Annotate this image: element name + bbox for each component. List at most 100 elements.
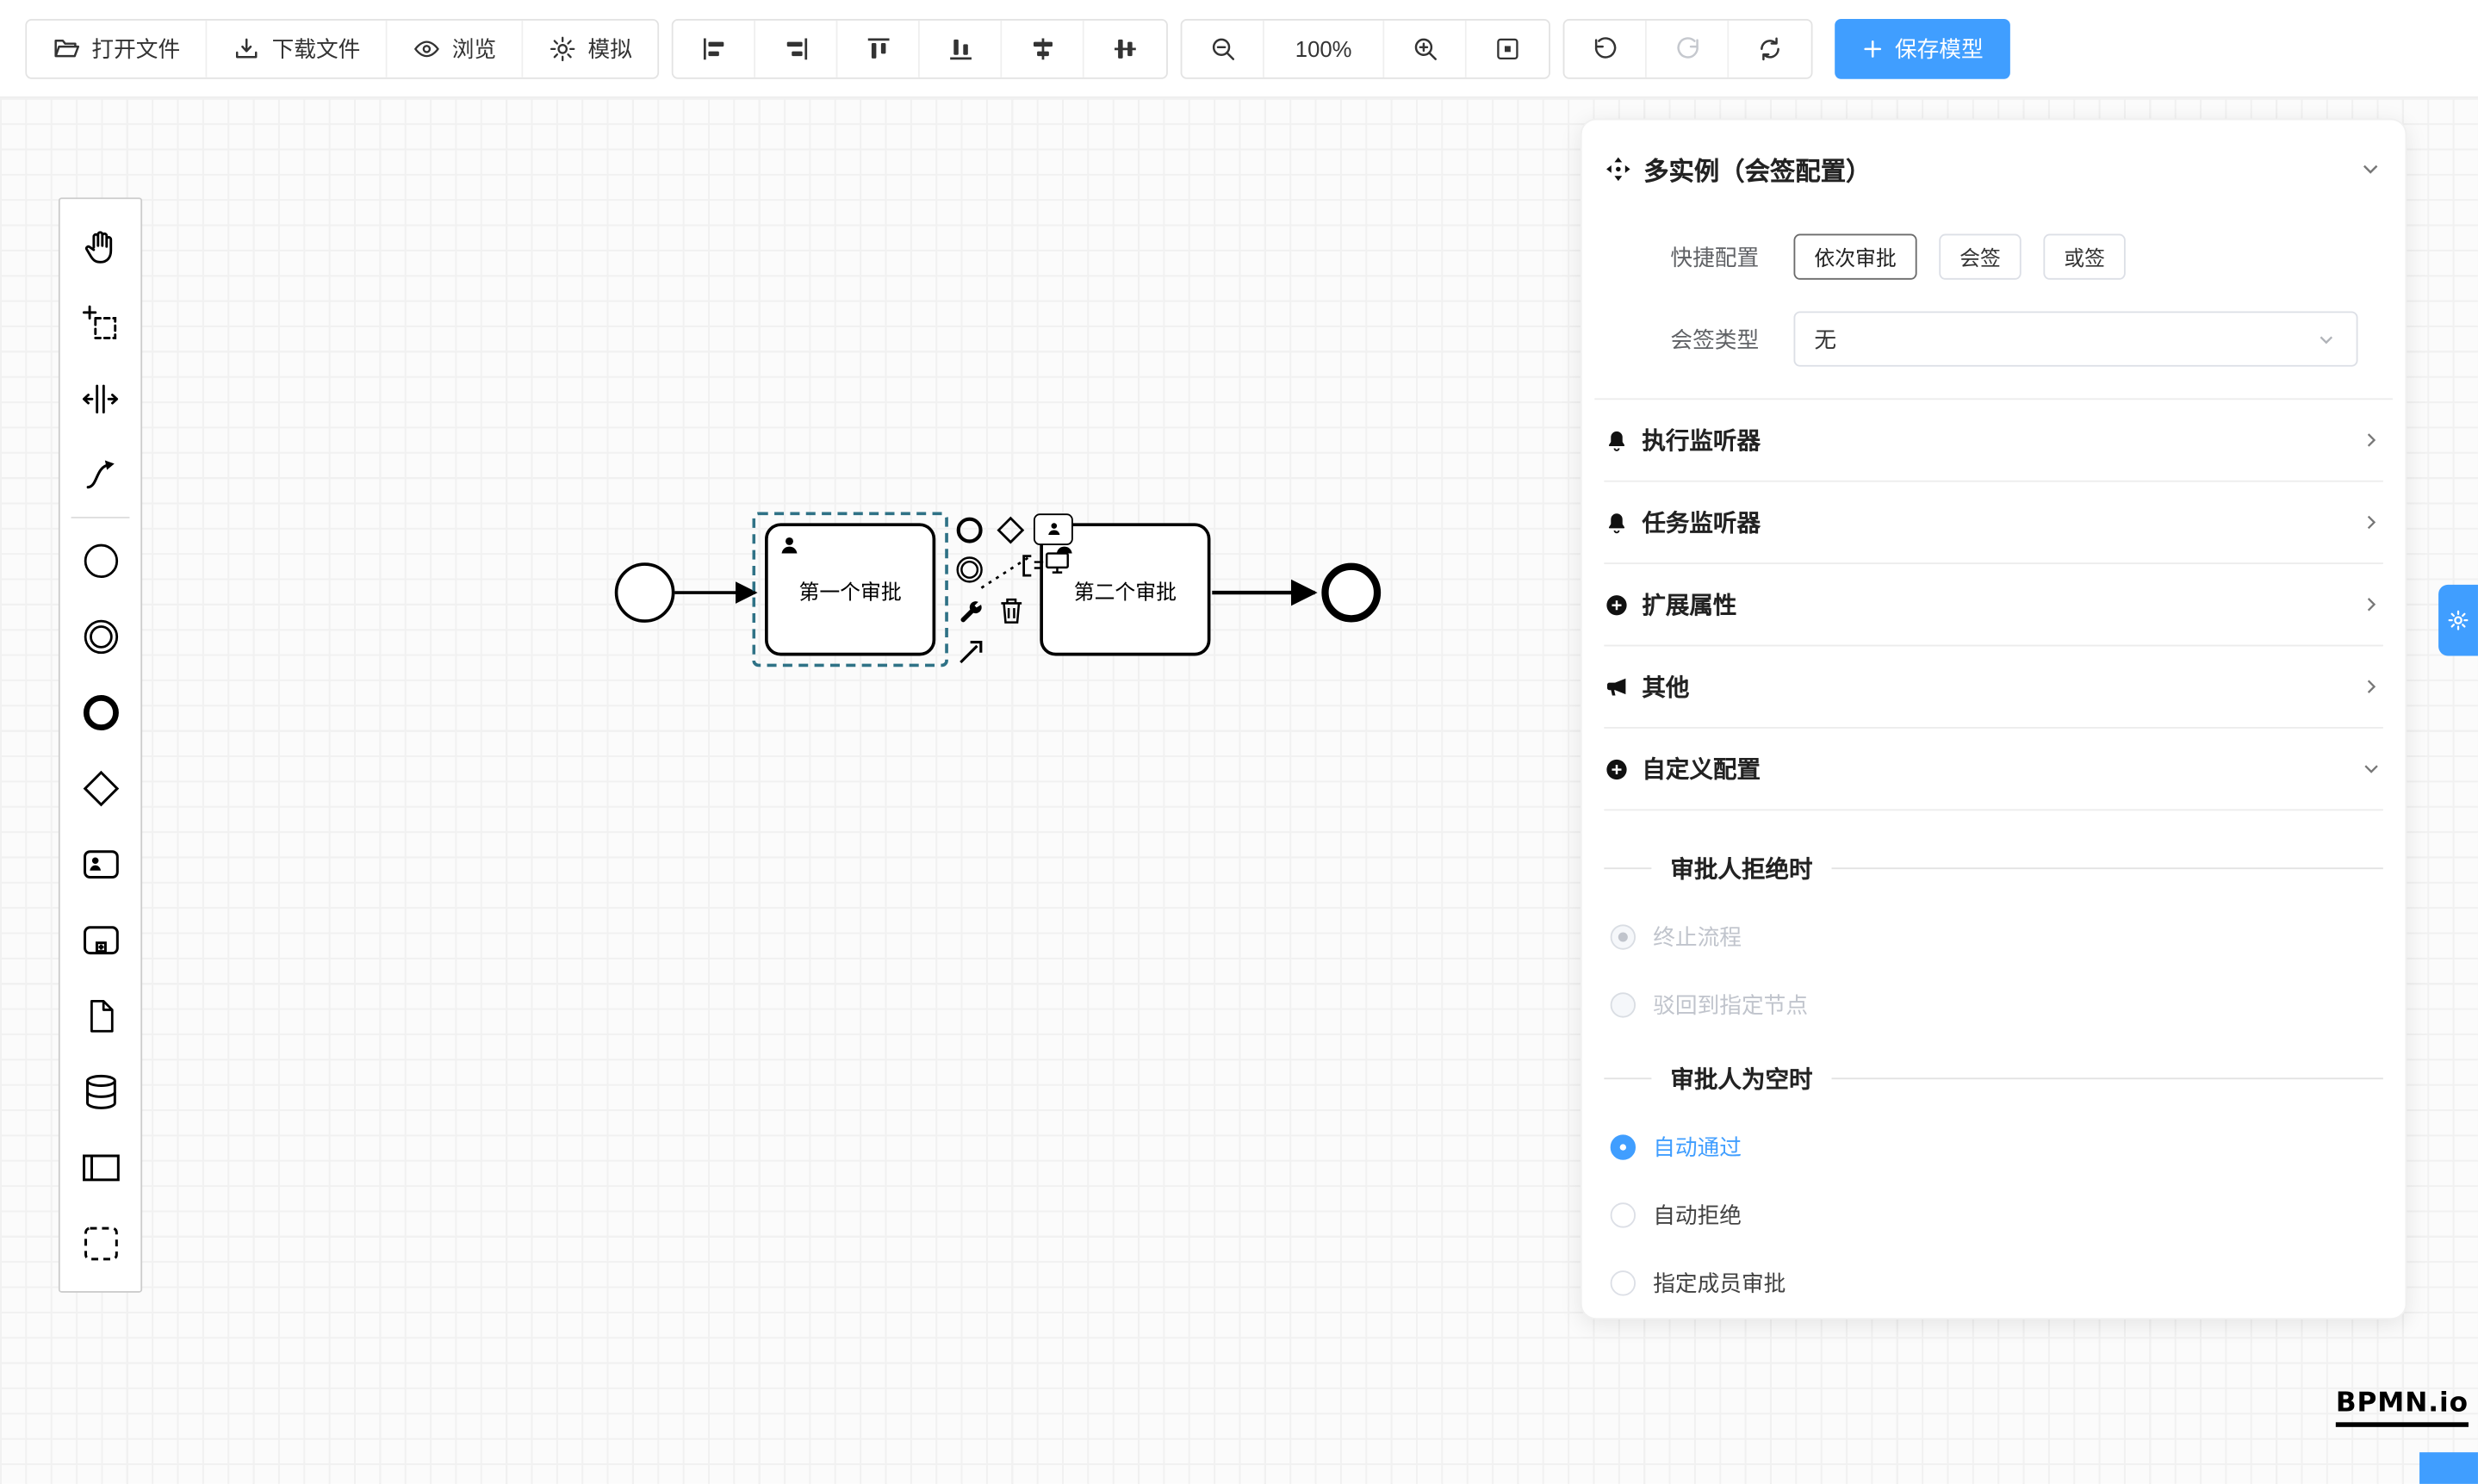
- plus-icon: [1861, 37, 1884, 59]
- connect-arrow-icon[interactable]: [956, 636, 986, 667]
- radio-terminate-process[interactable]: 终止流程: [1604, 922, 2383, 953]
- chevron-right-icon: [2359, 674, 2383, 699]
- text-annotation-icon[interactable]: [1019, 553, 1046, 580]
- radio-auto-reject[interactable]: 自动拒绝: [1604, 1200, 2383, 1232]
- section-label: 扩展属性: [1642, 593, 1737, 620]
- zoom-level: 100%: [1264, 19, 1385, 77]
- task-label: 第一个审批: [798, 579, 902, 603]
- reset-button[interactable]: [1729, 19, 1811, 77]
- quick-option-orsign[interactable]: 或签: [2043, 233, 2126, 280]
- align-center-button[interactable]: [1002, 19, 1084, 77]
- wrench-icon[interactable]: [956, 598, 984, 626]
- create-subprocess[interactable]: [60, 903, 141, 978]
- radio-button[interactable]: [1610, 1270, 1636, 1296]
- align-vertical-center-icon: [1111, 34, 1140, 62]
- radio-button[interactable]: [1610, 924, 1636, 950]
- radio-button[interactable]: [1610, 992, 1636, 1018]
- hand-tool[interactable]: [60, 208, 141, 284]
- section-execution-listeners[interactable]: 执行监听器: [1604, 400, 2383, 482]
- align-horizontal-center-icon: [1028, 34, 1057, 62]
- create-data-store[interactable]: [60, 1054, 141, 1130]
- space-tool[interactable]: [60, 360, 141, 436]
- multi-instance-icon: [1604, 155, 1632, 183]
- user-task-icon: [778, 534, 802, 558]
- download-file-button[interactable]: 下载文件: [207, 19, 388, 77]
- radio-label: 指定成员审批: [1653, 1270, 1786, 1296]
- create-end-event[interactable]: [60, 674, 141, 750]
- start-event[interactable]: [614, 562, 675, 623]
- trash-icon[interactable]: [997, 596, 1026, 626]
- radio-return-to-node[interactable]: 驳回到指定节点: [1604, 990, 2383, 1021]
- end-event[interactable]: [1321, 562, 1382, 623]
- radio-button[interactable]: [1610, 1134, 1636, 1160]
- create-start-event[interactable]: [60, 523, 141, 599]
- panel-header[interactable]: 多实例（会签配置）: [1604, 136, 2383, 202]
- bell-icon: [1604, 510, 1629, 535]
- fit-view-button[interactable]: [1466, 19, 1550, 77]
- sign-type-select[interactable]: 无: [1793, 311, 2358, 367]
- bpmn-task-second-approval[interactable]: 第二个审批: [1040, 523, 1211, 656]
- create-group[interactable]: [60, 1206, 141, 1282]
- task-label: 第二个审批: [1073, 579, 1177, 603]
- append-gateway-icon[interactable]: [996, 515, 1026, 545]
- quick-config-label: 快捷配置: [1670, 244, 1760, 270]
- zoom-in-button[interactable]: [1384, 19, 1467, 77]
- bell-icon: [1604, 427, 1629, 452]
- quick-option-sequential[interactable]: 依次审批: [1793, 233, 1917, 280]
- section-task-listeners[interactable]: 任务监听器: [1604, 482, 2383, 565]
- section-extended-properties[interactable]: 扩展属性: [1604, 564, 2383, 647]
- align-right-button[interactable]: [755, 19, 838, 77]
- create-pool[interactable]: [60, 1130, 141, 1206]
- radio-auto-approve[interactable]: 自动通过: [1604, 1132, 2383, 1164]
- section-label: 执行监听器: [1642, 428, 1761, 456]
- zoom-out-button[interactable]: [1182, 19, 1264, 77]
- bpmn-io-logo[interactable]: BPMN.io: [2335, 1388, 2469, 1427]
- append-user-task-icon[interactable]: [1033, 513, 1073, 546]
- append-end-event-icon[interactable]: [954, 515, 984, 545]
- reject-group-title: 审批人拒绝时: [1670, 856, 1813, 884]
- align-left-button[interactable]: [673, 19, 756, 77]
- empty-group-title: 审批人为空时: [1670, 1066, 1813, 1094]
- quick-config-row: 快捷配置 依次审批 会签 或签: [1604, 233, 2383, 280]
- create-data-object[interactable]: [60, 978, 141, 1054]
- megaphone-icon: [1604, 674, 1629, 699]
- create-gateway[interactable]: [60, 751, 141, 827]
- redo-button[interactable]: [1646, 19, 1730, 77]
- section-label: 自定义配置: [1642, 756, 1761, 785]
- connect-preview-line: [980, 555, 1032, 589]
- palette-separator: [71, 516, 130, 518]
- align-middle-button[interactable]: [1084, 19, 1167, 77]
- open-file-button[interactable]: 打开文件: [27, 19, 208, 77]
- divider-line: [1604, 1077, 1652, 1080]
- settings-toggle[interactable]: [2438, 584, 2478, 656]
- create-user-task[interactable]: [60, 827, 141, 903]
- sign-type-label: 会签类型: [1670, 326, 1760, 352]
- undo-button[interactable]: [1564, 19, 1647, 77]
- append-intermediate-event-icon[interactable]: [954, 555, 984, 585]
- section-label: 其他: [1642, 674, 1690, 702]
- preview-button[interactable]: 浏览: [387, 19, 524, 77]
- chevron-down-icon[interactable]: [2358, 157, 2383, 182]
- radio-assign-member[interactable]: 指定成员审批: [1604, 1268, 2383, 1300]
- align-top-button[interactable]: [837, 19, 920, 77]
- redo-icon: [1673, 34, 1701, 62]
- global-connect-tool[interactable]: [60, 436, 141, 512]
- simulate-button[interactable]: 模拟: [523, 19, 658, 77]
- sign-type-row: 会签类型 无: [1604, 311, 2383, 367]
- lasso-tool[interactable]: [60, 284, 141, 360]
- history-group: [1562, 18, 1813, 78]
- screen-icon[interactable]: [1043, 550, 1071, 575]
- create-intermediate-event[interactable]: [60, 599, 141, 674]
- quick-option-countersign[interactable]: 会签: [1939, 233, 2022, 280]
- save-model-label: 保存模型: [1894, 35, 1984, 61]
- element-palette: [58, 197, 143, 1293]
- bpmn-task-first-approval[interactable]: 第一个审批: [765, 523, 936, 656]
- section-others[interactable]: 其他: [1604, 646, 2383, 729]
- section-custom-config[interactable]: 自定义配置: [1604, 729, 2383, 811]
- corner-badge[interactable]: [2419, 1452, 2478, 1484]
- preview-label: 浏览: [451, 35, 497, 61]
- bpmn-connections: [614, 555, 1382, 623]
- save-model-button[interactable]: 保存模型: [1835, 18, 2010, 78]
- align-bottom-button[interactable]: [919, 19, 1003, 77]
- radio-button[interactable]: [1610, 1202, 1636, 1228]
